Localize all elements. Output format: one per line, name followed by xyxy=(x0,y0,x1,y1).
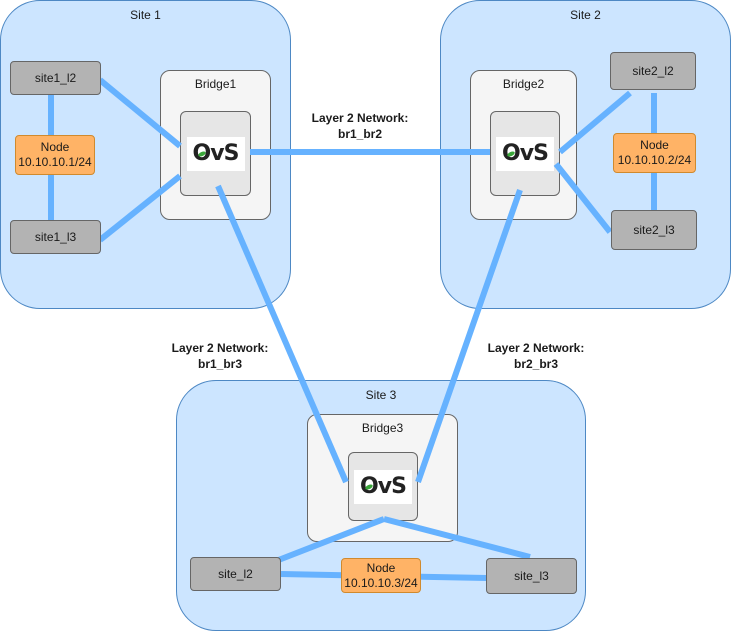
ovs-logo-icon: OvS xyxy=(186,136,245,171)
port-site1-l3[interactable]: site1_l3 xyxy=(10,220,101,254)
port-label: site1_l3 xyxy=(34,230,77,244)
ovs-logo-icon: OvS xyxy=(496,136,554,171)
bridge-2[interactable]: Bridge2 OvS xyxy=(470,70,577,220)
ovs-logo-text: OvS xyxy=(360,474,407,499)
network-name: br2_br3 xyxy=(513,357,559,371)
link-br2-br3 xyxy=(415,189,523,483)
link-bridge3-to-site-l3 xyxy=(383,516,531,560)
port-site2-l3[interactable]: site2_l3 xyxy=(611,210,697,250)
node-site3[interactable]: Node 10.10.10.3/24 xyxy=(341,558,421,593)
port-label: site2_l2 xyxy=(632,64,674,78)
node-label: Node xyxy=(366,560,396,575)
port-label: site2_l3 xyxy=(633,223,675,237)
node-label: Node xyxy=(40,140,70,154)
bridge-1-title: Bridge1 xyxy=(194,77,237,91)
ovs-switch-1[interactable]: OvS xyxy=(180,111,251,196)
ovs-logo-icon: OvS xyxy=(354,469,412,504)
node-ip: 10.10.10.1/24 xyxy=(18,155,92,169)
bridge-1[interactable]: Bridge1 OvS xyxy=(160,70,271,220)
port-site-l2[interactable]: site_l2 xyxy=(190,557,281,591)
ovs-logo-text: OvS xyxy=(192,141,240,166)
site-3-title: Site 3 xyxy=(365,388,397,402)
network-name: br1_br2 xyxy=(337,127,383,141)
site-1-title: Site 1 xyxy=(130,8,161,22)
port-site1-l2[interactable]: site1_l2 xyxy=(10,61,101,95)
node-site2[interactable]: Node 10.10.10.2/24 xyxy=(613,133,696,173)
ovs-switch-3[interactable]: OvS xyxy=(348,452,418,521)
link-site1-l2-to-bridge1 xyxy=(98,77,182,149)
bridge-3-title: Bridge3 xyxy=(361,421,404,435)
port-site2-l2[interactable]: site2_l2 xyxy=(610,52,696,90)
node-ip: 10.10.10.2/24 xyxy=(617,153,692,167)
port-label: site1_l2 xyxy=(34,71,77,85)
ovs-logo-text: OvS xyxy=(502,141,549,166)
network-name: br1_br3 xyxy=(197,357,243,371)
site-2-title: Site 2 xyxy=(570,8,601,22)
ovs-switch-2[interactable]: OvS xyxy=(490,111,560,196)
port-label: site_l2 xyxy=(218,567,253,581)
link-bridge3-to-site-l2 xyxy=(274,516,386,564)
bridge-2-title: Bridge2 xyxy=(502,77,545,91)
node-ip: 10.10.10.3/24 xyxy=(344,575,418,590)
link-site2-l2-to-bridge2 xyxy=(558,90,632,155)
link-br1-br3 xyxy=(215,184,349,484)
port-site-l3[interactable]: site_l3 xyxy=(486,558,577,594)
network-label-br1-br2: Layer 2 Network: br1_br2 xyxy=(300,110,420,142)
network-label-br1-br3: Layer 2 Network: br1_br3 xyxy=(160,340,280,372)
network-label-br2-br3: Layer 2 Network: br2_br3 xyxy=(476,340,596,372)
node-site1[interactable]: Node 10.10.10.1/24 xyxy=(15,135,95,175)
port-label: site_l3 xyxy=(514,569,549,583)
link-site1-l3-to-bridge1 xyxy=(98,173,182,243)
network-title: Layer 2 Network: xyxy=(487,341,585,355)
link-site2-l3-to-bridge2 xyxy=(553,162,613,234)
network-title: Layer 2 Network: xyxy=(311,111,409,125)
network-title: Layer 2 Network: xyxy=(171,341,269,355)
node-label: Node xyxy=(640,138,669,152)
